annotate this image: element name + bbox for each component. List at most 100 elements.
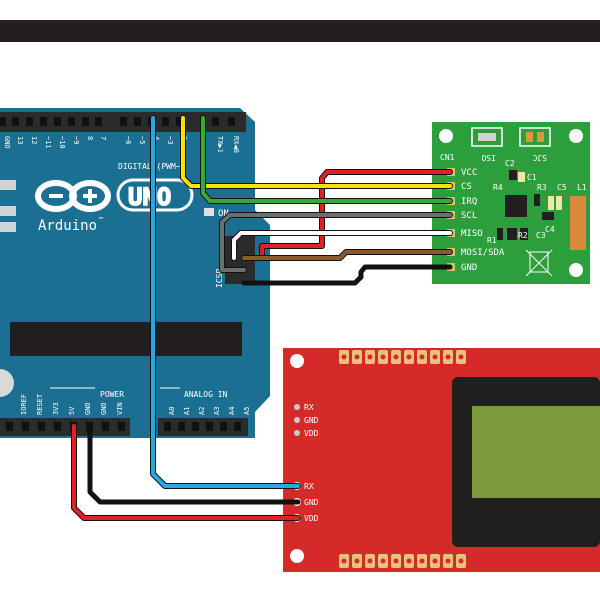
lcd-pad-hole (380, 354, 386, 360)
mount-hole (569, 263, 583, 277)
digital-pin-label: TX▶1 (216, 136, 224, 153)
digital-pin-label: ~11 (44, 136, 52, 149)
sensor-components (497, 170, 586, 250)
lcd-pad-hole (393, 558, 399, 564)
lcd-pad-hole (367, 558, 373, 564)
lcd-side-pad (294, 404, 300, 410)
header-hole (228, 117, 235, 126)
header-hole (134, 117, 141, 126)
component-c1-body (518, 172, 525, 182)
component-c5b-body (556, 196, 562, 210)
power-pin-label: GND (84, 402, 92, 415)
sensor-pin-label: VCC (461, 168, 477, 178)
lcd-pad-hole (341, 558, 347, 564)
header-hole (54, 117, 61, 126)
analog-pin-label: A4 (228, 407, 236, 415)
component-label: R1 (487, 236, 497, 245)
header-hole (12, 117, 19, 126)
component-c2-body (509, 170, 517, 180)
digital-pin-label: RX◀0 (232, 136, 240, 153)
lcd-side-pin-label: GND (304, 416, 319, 425)
header-hole (6, 422, 13, 431)
wire-miso (232, 231, 452, 260)
header-hole (0, 117, 6, 126)
lcd-pad-hole (406, 354, 412, 360)
digital-pin-label: GND (3, 136, 11, 149)
header-hole (102, 422, 109, 431)
mount-hole (290, 549, 304, 563)
lcd-main-pin-label: VDD (304, 514, 319, 523)
wire-mosi (242, 250, 452, 260)
power-label: POWER (100, 390, 124, 399)
digital-pin-label: 8 (86, 136, 94, 140)
power-pin-label: 3V3 (52, 402, 60, 415)
digital-pin-label: 7 (99, 136, 107, 140)
sensor-pin-label: IRQ (461, 197, 477, 207)
lcd-side-pad (294, 417, 300, 423)
sensor-pin-label: GND (461, 263, 477, 273)
wire-lcd-vdd (72, 424, 300, 520)
jumper-sjc-pad (526, 132, 533, 142)
wire-cs (181, 116, 452, 188)
lcd-pad-hole (432, 354, 438, 360)
arduino-trademark: ™ (99, 216, 103, 224)
lcd-pad-hole (458, 558, 464, 564)
mount-hole (290, 354, 304, 368)
uno-label: UNO (128, 183, 171, 211)
header-hole (68, 117, 75, 126)
analog-label: ANALOG IN (184, 390, 228, 399)
wire-scl (220, 213, 452, 272)
jumper-sjc-pad (537, 132, 544, 142)
component-c5-body (548, 196, 554, 210)
sensor-pin-label: SCL (461, 211, 477, 221)
digital-pin-label: 13 (16, 136, 24, 144)
lcd-pad-hole (341, 354, 347, 360)
header-hole (40, 117, 47, 126)
analog-pin-label: A3 (213, 407, 221, 415)
header-hole (118, 422, 125, 431)
component-label: R2 (518, 231, 528, 240)
lcd-pad-hole (367, 354, 373, 360)
power-pin-label: RESET (36, 393, 44, 415)
header-hole (95, 117, 102, 126)
mount-hole (439, 129, 453, 143)
lcd-side-pin-label: VDD (304, 429, 319, 438)
jumper-sjc-label: SJC (532, 153, 547, 162)
jumper-iso-label: ISO (481, 153, 496, 162)
header-hole (176, 117, 183, 126)
jumper-sjc (519, 127, 551, 147)
component-label: R4 (493, 183, 503, 192)
digital-pin-label: ~10 (58, 136, 66, 149)
header-hole (206, 422, 213, 431)
digital-pin-label: 12 (30, 136, 38, 144)
power-pin-label: GND (100, 402, 108, 415)
arduino-logo (35, 180, 111, 212)
on-led (204, 208, 214, 216)
lcd-pad-hole (445, 354, 451, 360)
top-bar (0, 20, 600, 42)
mount-hole (569, 129, 583, 143)
header-hole (162, 117, 169, 126)
header-hole (22, 422, 29, 431)
analog-pin-label: A5 (243, 407, 251, 415)
reset-button (0, 369, 14, 397)
power-header (0, 418, 130, 436)
component-label: R3 (537, 183, 547, 192)
header-hole (26, 117, 33, 126)
digital-header-holes (0, 117, 235, 126)
digital-pin-label: ~6 (124, 136, 132, 144)
digital-pin-label: ~3 (166, 136, 174, 144)
header-hole (192, 422, 199, 431)
wire-irq (201, 116, 452, 203)
component-l1-body (570, 196, 586, 250)
sensor-chip (505, 195, 527, 217)
microcontroller-chip (10, 322, 242, 356)
power-pin-label: 5V (68, 406, 76, 415)
lcd-pad-hole (393, 354, 399, 360)
lcd-pad-hole (406, 558, 412, 564)
lcd-side-pin-label: RX (304, 403, 314, 412)
header-hole (212, 117, 219, 126)
